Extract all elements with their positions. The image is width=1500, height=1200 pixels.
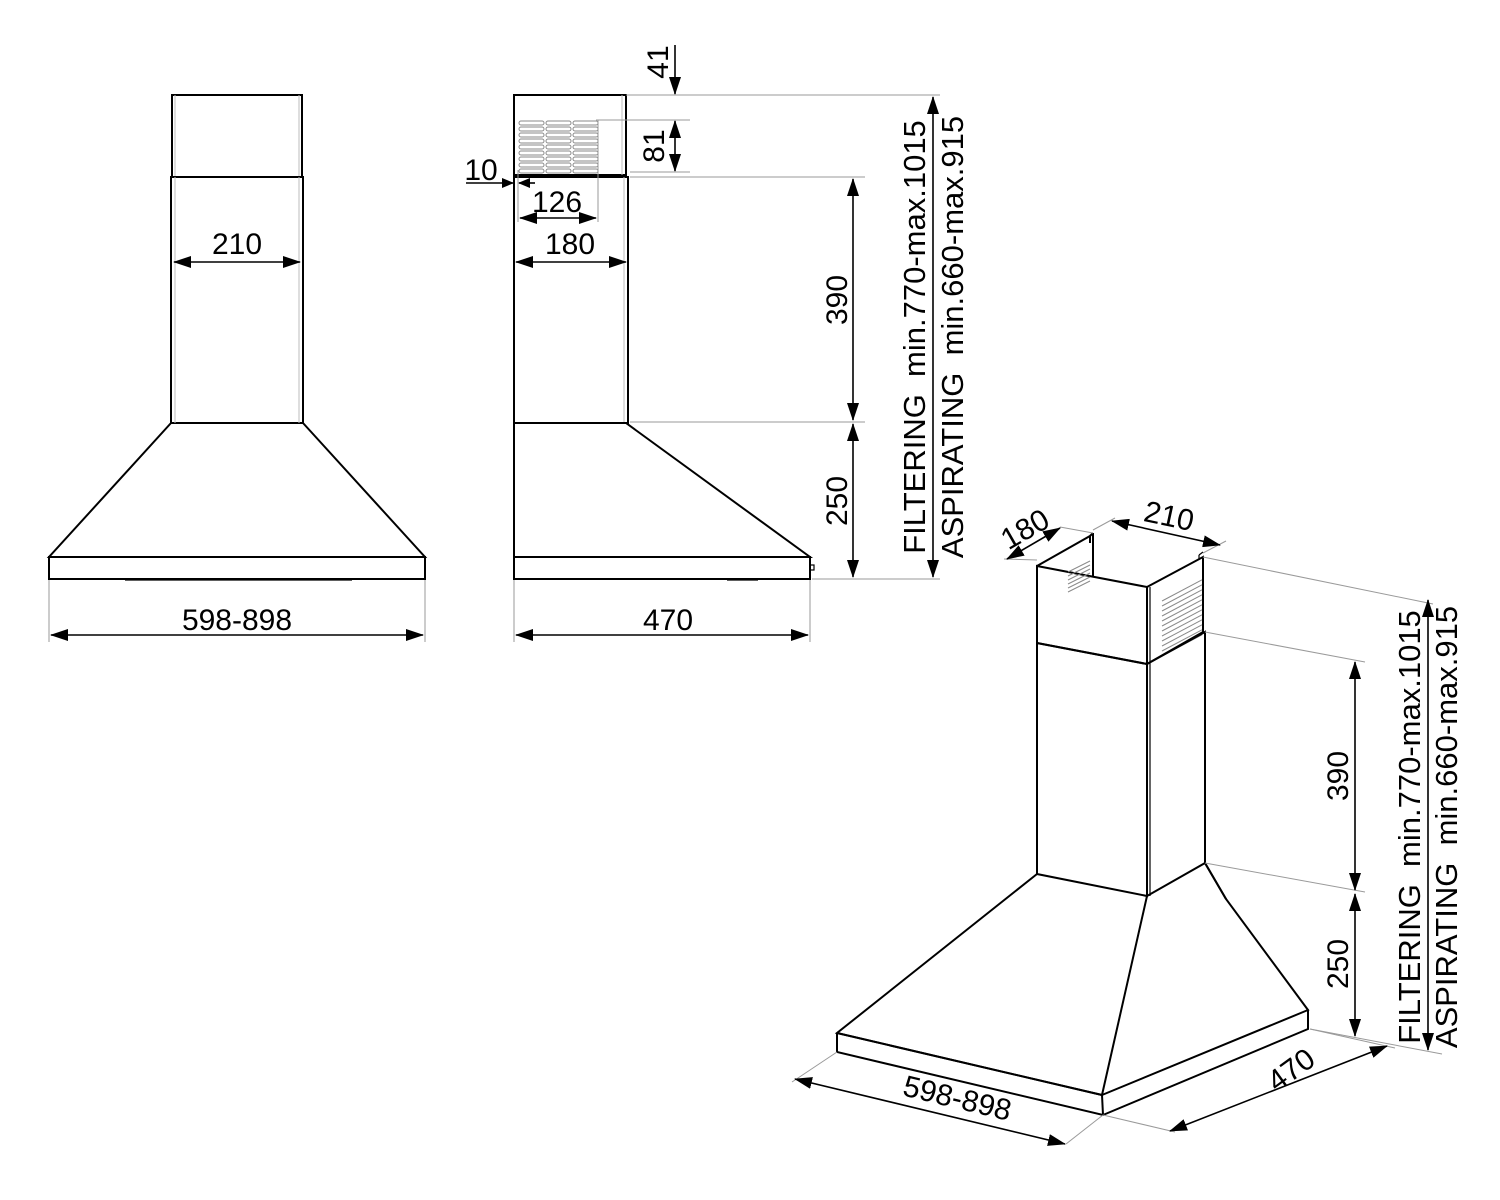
iso-total-height-filtering-label: FILTERING min.770-max.1015 xyxy=(1392,610,1427,1044)
iso-chimney-height-label: 390 xyxy=(1322,751,1355,801)
side-base xyxy=(513,556,811,580)
side-total-height-aspirating-label: ASPIRATING min.660-max.915 xyxy=(935,116,970,558)
side-vent-height-label: 81 xyxy=(638,129,671,162)
iso-chimney-lower-front xyxy=(1036,641,1148,898)
front-view: 210 598-898 xyxy=(46,94,428,642)
iso-chimney-depth-label: 180 xyxy=(995,503,1055,557)
front-chimney-width-label: 210 xyxy=(212,228,262,261)
front-chimney-lower xyxy=(170,176,304,424)
iso-chimney-lower-side xyxy=(1146,630,1206,897)
iso-hood-depth-dimension xyxy=(1169,1045,1388,1132)
side-chimney-depth-label: 180 xyxy=(545,228,595,261)
side-total-height-filtering-label: FILTERING min.770-max.1015 xyxy=(897,120,932,554)
front-chimney-upper xyxy=(171,94,303,178)
side-canopy-height-label: 250 xyxy=(821,476,854,526)
iso-canopy-height-label: 250 xyxy=(1322,939,1355,989)
side-chimney-height-label: 390 xyxy=(821,275,854,325)
side-hood-depth-label: 470 xyxy=(643,604,693,637)
isometric-view: 180 210 390 250 FILTERING min.770-max.10… xyxy=(791,495,1464,1146)
side-vent-width-label: 126 xyxy=(532,186,582,219)
iso-hood-width-dimension xyxy=(794,1077,1066,1146)
iso-chimney-depth-dimension xyxy=(1006,527,1061,560)
front-hood-width-label: 598-898 xyxy=(182,604,292,637)
iso-chimney-upper-front xyxy=(1036,564,1148,666)
side-canopy xyxy=(513,422,814,558)
front-base xyxy=(48,556,426,580)
front-canopy xyxy=(46,422,428,558)
side-vent-inset-label: 10 xyxy=(464,154,497,187)
iso-hood-depth-label: 470 xyxy=(1261,1042,1321,1098)
iso-hood-width-label: 598-898 xyxy=(900,1070,1015,1128)
side-top-offset-label: 41 xyxy=(642,45,675,78)
iso-total-height-aspirating-label: ASPIRATING min.660-max.915 xyxy=(1429,606,1464,1048)
iso-vent-slots-back xyxy=(1067,560,1091,593)
iso-chimney-width-dimension xyxy=(1111,518,1221,548)
iso-chimney-width-label: 210 xyxy=(1141,495,1197,538)
side-chimney-upper xyxy=(513,94,627,176)
vent-slots xyxy=(518,120,599,174)
side-view: 41 81 10 126 180 390 250 FILTERING min.7… xyxy=(464,45,970,642)
